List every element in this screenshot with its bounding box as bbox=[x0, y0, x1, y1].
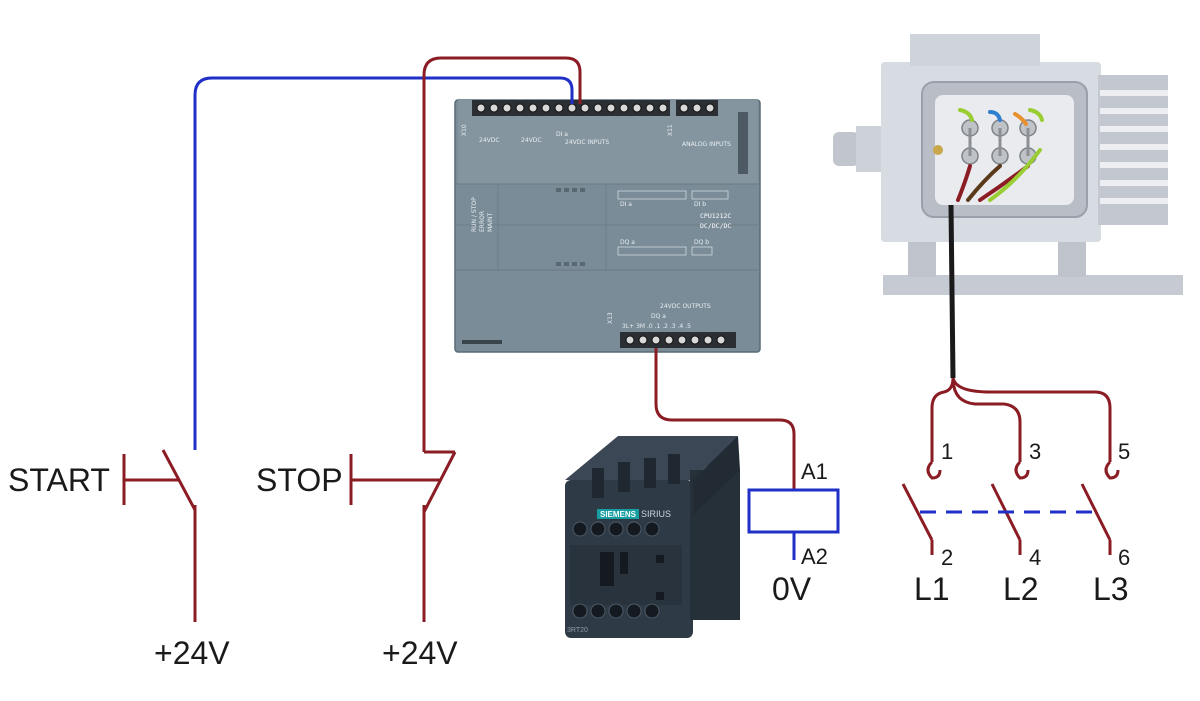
contact-6-label: 6 bbox=[1118, 545, 1130, 570]
plc-outputs-header: 24VDC OUTPUTS bbox=[660, 303, 711, 310]
plc-run-stop-label: RUN / STOP bbox=[471, 197, 478, 232]
plc-x11-label: X11 bbox=[667, 124, 674, 136]
plc-dq-a-label: DQ a bbox=[620, 239, 635, 246]
stop-pushbutton-symbol bbox=[349, 445, 457, 622]
plc-analog-inputs-label: ANALOG INPUTS bbox=[682, 141, 731, 148]
start-supply-label: +24V bbox=[154, 635, 230, 671]
plc-error-label: ERROR bbox=[479, 211, 486, 232]
contactor-icon: SIEMENS SIRIUS 3RT20 bbox=[565, 436, 740, 638]
start-label: START bbox=[8, 462, 110, 498]
phase-l1-label: L1 bbox=[914, 571, 950, 607]
phase-l2-label: L2 bbox=[1003, 571, 1039, 607]
plc-dq-b-label: DQ b bbox=[694, 239, 709, 246]
contact-4-label: 4 bbox=[1029, 545, 1041, 570]
stop-input-wire bbox=[422, 56, 582, 445]
contact-1-label: 1 bbox=[941, 439, 953, 464]
start-pushbutton-symbol bbox=[122, 449, 197, 622]
contact-3-label: 3 bbox=[1029, 439, 1041, 464]
plc-bottom-terminals bbox=[625, 335, 726, 345]
plc-module-icon: X10 24VDC 24VDC DI a 24VDC INPUTS X11 AN… bbox=[454, 99, 761, 353]
start-input-wire bbox=[193, 76, 574, 450]
coil-a1-label: A1 bbox=[801, 459, 828, 484]
plc-inputs-header: 24VDC INPUTS bbox=[565, 139, 609, 146]
contactor-series-label: SIRIUS bbox=[641, 509, 671, 519]
phase-l3-label: L3 bbox=[1093, 571, 1129, 607]
output-to-coil-wire bbox=[654, 348, 796, 490]
stop-supply-label: +24V bbox=[382, 635, 458, 671]
plc-model-sub-label: DC/DC/DC bbox=[700, 222, 731, 230]
zero-volt-label: 0V bbox=[772, 571, 812, 607]
plc-model-label: CPU1212C bbox=[700, 212, 731, 220]
main-contacts-symbol bbox=[901, 377, 1120, 555]
stop-label: STOP bbox=[256, 462, 343, 498]
electric-motor-icon bbox=[833, 34, 1183, 379]
plc-di-b-label: DI b bbox=[694, 201, 706, 208]
plc-24vdc-label-2: 24VDC bbox=[521, 137, 542, 144]
plc-x10-label: X10 bbox=[461, 124, 468, 136]
plc-di-a2-label: DI a bbox=[620, 201, 632, 208]
contactor-brand-label: SIEMENS bbox=[600, 510, 637, 519]
plc-maint-label: MAINT bbox=[487, 212, 494, 232]
contact-2-label: 2 bbox=[941, 545, 953, 570]
plc-dq-a-out-label: DQ a bbox=[651, 313, 666, 320]
contactor-coil-symbol bbox=[747, 488, 840, 560]
plc-output-terminal-labels: 3L+ 3M .0 .1 .2 .3 .4 .5 bbox=[622, 323, 691, 330]
contactor-part-label: 3RT20 bbox=[567, 627, 588, 634]
contact-5-label: 5 bbox=[1118, 439, 1130, 464]
plc-24vdc-label: 24VDC bbox=[479, 137, 500, 144]
plc-di-a-label: DI a bbox=[556, 131, 568, 138]
coil-a2-label: A2 bbox=[801, 544, 828, 569]
plc-x13-label: X13 bbox=[607, 312, 614, 324]
